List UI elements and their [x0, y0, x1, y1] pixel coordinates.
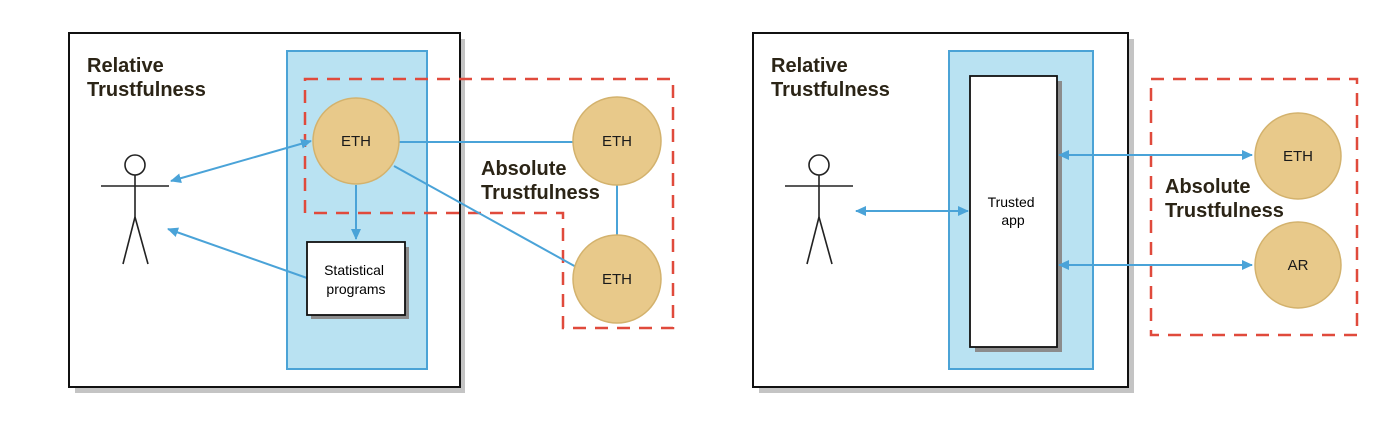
left-relative-heading-line-1: Relative	[87, 55, 164, 77]
left-eth-node-center-label: ETH	[341, 133, 371, 150]
right-app-box	[969, 75, 1058, 348]
left-relative-heading: Relative Trustfulness	[87, 55, 206, 101]
left-absolute-heading-line-1: Absolute	[481, 158, 567, 180]
right-absolute-heading: Absolute Trustfulness	[1165, 176, 1284, 222]
left-absolute-heading: Absolute Trustfulness	[481, 158, 600, 204]
left-diagram: Relative Trustfulness ETH	[68, 32, 675, 393]
right-eth-node: ETH	[1254, 112, 1342, 200]
left-arrow-stats-to-person	[167, 227, 308, 279]
left-eth-node-bottom-right-label: ETH	[602, 271, 632, 288]
left-stats-box	[306, 241, 406, 316]
right-absolute-heading-line-1: Absolute	[1165, 176, 1251, 198]
left-absolute-region	[303, 77, 675, 330]
left-eth-node-center: ETH	[312, 97, 400, 185]
left-person-icon	[101, 154, 169, 265]
right-absolute-heading-line-2: Trustfulness	[1165, 200, 1284, 222]
right-relative-heading-line-2: Trustfulness	[771, 79, 890, 101]
right-app-box-label-line-2: app	[1001, 212, 1025, 228]
right-ar-node: AR	[1254, 221, 1342, 309]
right-app-box-label: Trusted app	[988, 194, 1039, 228]
left-stats-box-label: Statistical programs	[324, 262, 388, 297]
right-relative-heading: Relative Trustfulness	[771, 55, 890, 101]
right-absolute-region	[1149, 77, 1359, 337]
left-relative-heading-line-2: Trustfulness	[87, 79, 206, 101]
left-arrow-person-eth	[170, 138, 312, 184]
left-stats-box-label-line-2: programs	[326, 281, 385, 297]
left-link-center-bottom	[393, 165, 579, 269]
left-stats-box-label-line-1: Statistical	[324, 262, 384, 278]
right-eth-node-label: ETH	[1283, 148, 1313, 165]
left-eth-node-bottom-right: ETH	[572, 234, 662, 324]
right-person-icon	[785, 154, 853, 265]
right-relative-heading-line-1: Relative	[771, 55, 848, 77]
left-absolute-heading-line-2: Trustfulness	[481, 182, 600, 204]
right-diagram: Relative Trustfulness Trusted app	[752, 32, 1359, 393]
left-eth-node-top-right: ETH	[572, 96, 662, 186]
right-app-box-label-line-1: Trusted	[988, 194, 1035, 210]
left-eth-node-top-right-label: ETH	[602, 133, 632, 150]
right-ar-node-label: AR	[1288, 257, 1309, 274]
